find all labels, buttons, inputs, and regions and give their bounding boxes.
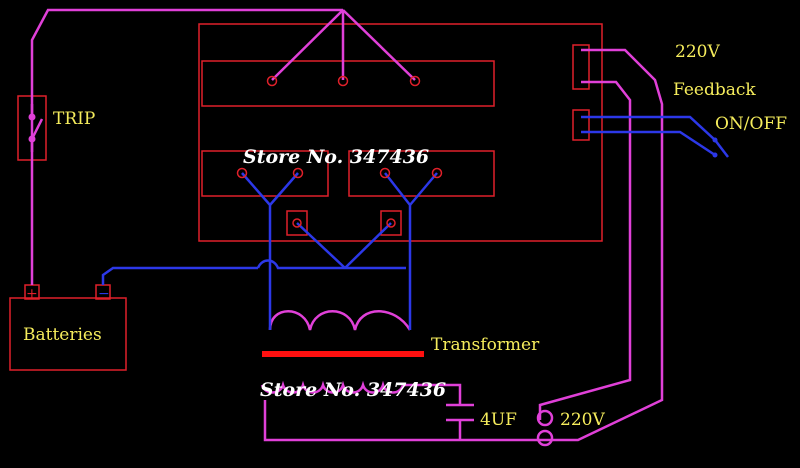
connector-220v bbox=[572, 44, 590, 90]
trip-switch-icon bbox=[28, 104, 44, 152]
transformer-primary-coil bbox=[268, 310, 412, 331]
terminal-dots bbox=[236, 75, 443, 228]
on-off-wire-2 bbox=[581, 130, 716, 157]
upper-terminal-strip bbox=[201, 60, 495, 107]
feedback-wire-2 bbox=[538, 80, 632, 420]
v220-bottom-label: 220V bbox=[560, 410, 605, 430]
connector-on-off bbox=[572, 109, 590, 141]
battery-plus-label: + bbox=[26, 286, 38, 302]
left-terminal-block bbox=[201, 150, 329, 197]
right-terminal-block bbox=[348, 150, 495, 197]
fan-wire-3 bbox=[342, 9, 416, 81]
battery-box bbox=[9, 297, 127, 371]
right-small-connector bbox=[380, 210, 402, 236]
on-off-wire-1 bbox=[581, 115, 716, 141]
bulb-upper-circle bbox=[536, 409, 554, 427]
feedback-label: Feedback bbox=[673, 80, 756, 100]
right-block-wire-b bbox=[409, 172, 438, 206]
bulb-lower-circle bbox=[536, 429, 554, 447]
fan-wire-1 bbox=[271, 9, 344, 81]
connector-v-left bbox=[296, 222, 346, 269]
on-off-switch-icon bbox=[712, 137, 729, 158]
batteries-label: Batteries bbox=[23, 325, 102, 345]
left-block-wire-b bbox=[269, 172, 299, 206]
feedback-wire-1 bbox=[263, 48, 664, 442]
connector-v-right bbox=[344, 222, 392, 269]
watermark-top: Store No. 347436 bbox=[243, 146, 429, 168]
transformer-label: Transformer bbox=[431, 335, 540, 355]
battery-negative-wire bbox=[101, 266, 258, 285]
blue-hop bbox=[256, 259, 406, 270]
capacitor-top-wire bbox=[440, 383, 462, 405]
trip-top-wire bbox=[30, 8, 343, 160]
watermark-bottom: Store No. 347436 bbox=[260, 379, 446, 401]
trip-label: TRIP bbox=[53, 109, 95, 129]
transformer-secondary-coil bbox=[260, 380, 405, 394]
on-off-label: ON/OFF bbox=[715, 114, 787, 134]
v220-top-label: 220V bbox=[675, 42, 720, 62]
left-small-connector bbox=[286, 210, 308, 236]
battery-minus-label: − bbox=[98, 286, 110, 302]
capacitor-label: 4UF bbox=[480, 410, 517, 430]
main-board bbox=[198, 23, 603, 242]
